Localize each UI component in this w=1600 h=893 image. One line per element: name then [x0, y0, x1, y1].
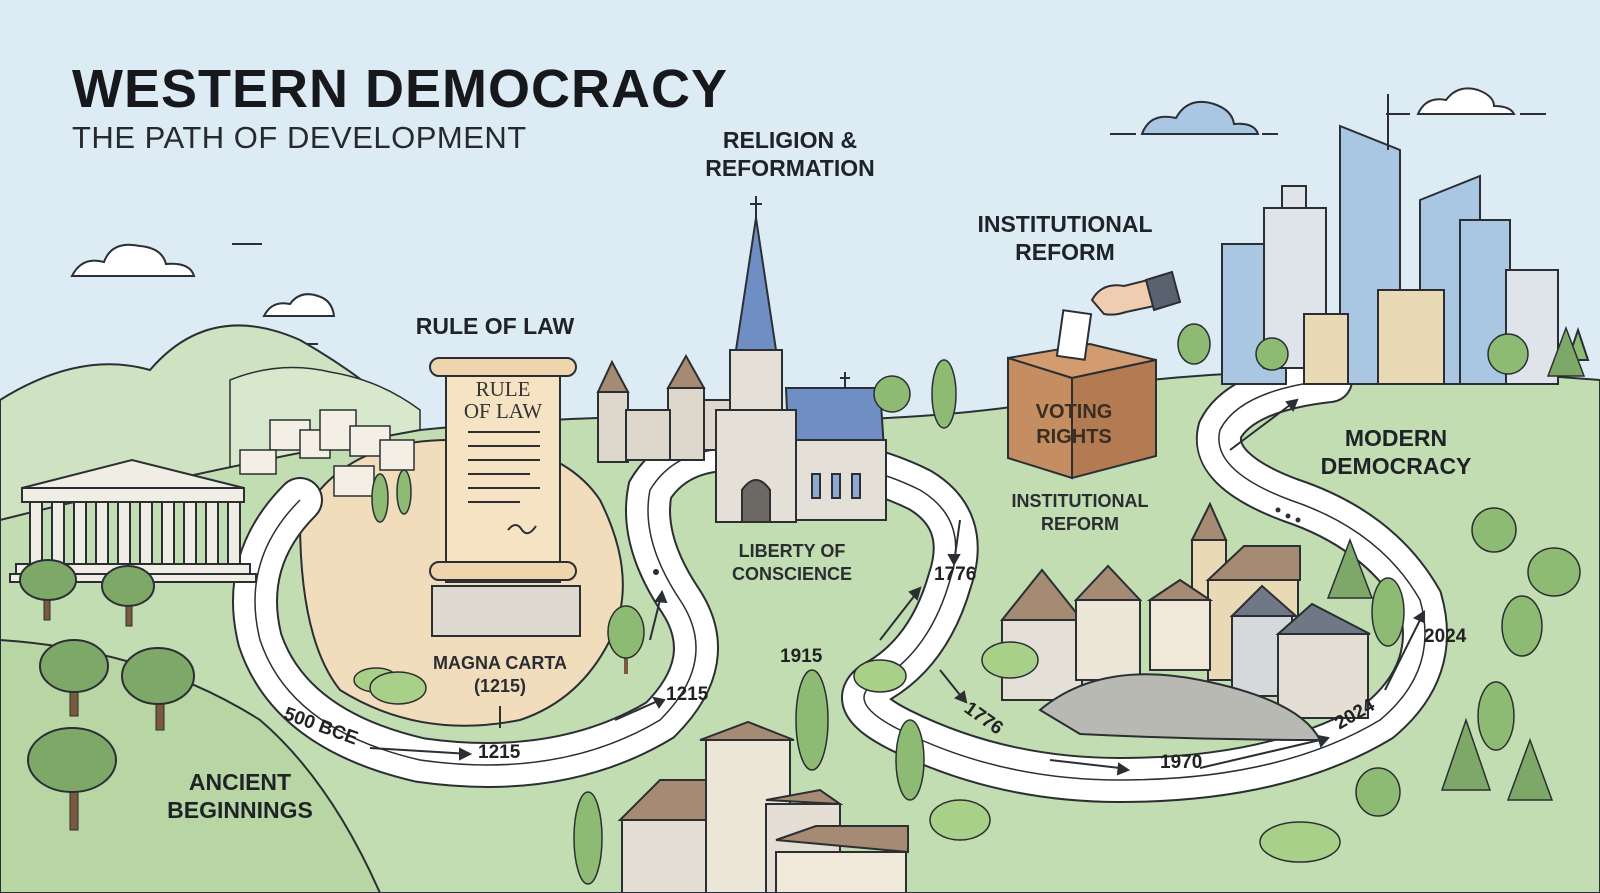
- town-icon: [999, 501, 1371, 742]
- road-dots: [653, 507, 1301, 575]
- road-arrows: [369, 398, 1425, 776]
- label-magna-carta: MAGNA CARTA (1215): [433, 653, 567, 696]
- church-icon: [715, 196, 888, 523]
- date-1776-top: 1776: [934, 564, 977, 585]
- cloud-icon: [1140, 100, 1260, 135]
- label-institutional-reform-top: INSTITUTIONAL REFORM: [977, 211, 1153, 265]
- ancient-village: [239, 409, 415, 497]
- tree-icon: [573, 641, 1039, 885]
- date-1215-base: 1215: [478, 742, 521, 763]
- date-1970: 1970: [1160, 752, 1203, 773]
- scroll-text: RULE OF LAW: [463, 377, 543, 423]
- tree-icon: [19, 469, 645, 831]
- cloud-icon: [70, 243, 196, 277]
- page-subtitle: THE PATH OF DEVELOPMENT: [72, 120, 527, 155]
- castle-icon: [596, 353, 731, 463]
- ballot-box-label: VOTING RIGHTS: [1035, 401, 1113, 448]
- ballot-box-icon: [1007, 270, 1182, 480]
- magna-carta-scroll-icon: [429, 357, 581, 637]
- cloud-icon: [262, 293, 336, 317]
- tree-icon: [1177, 323, 1586, 863]
- label-ancient-beginnings: ANCIENT BEGINNINGS: [167, 769, 313, 823]
- village-icon: [617, 720, 909, 893]
- label-modern-democracy: MODERN DEMOCRACY: [1320, 425, 1472, 479]
- label-institutional-reform-mid: INSTITUTIONAL REFORM: [1011, 491, 1149, 534]
- label-liberty-of-conscience: LIBERTY OF CONSCIENCE: [731, 541, 852, 584]
- tree-icon: [873, 359, 957, 429]
- skyline-icon: [1221, 94, 1590, 385]
- timeline-road: [232, 357, 1448, 804]
- page-title: WESTERN DEMOCRACY: [72, 59, 729, 119]
- date-1215-right: 1215: [666, 684, 709, 705]
- label-religion-reformation: RELIGION & REFORMATION: [705, 127, 875, 181]
- date-2024-right: 2024: [1424, 626, 1467, 647]
- label-rule-of-law: RULE OF LAW: [415, 313, 575, 339]
- date-1915: 1915: [780, 646, 823, 667]
- cloud-icon: [1416, 87, 1516, 115]
